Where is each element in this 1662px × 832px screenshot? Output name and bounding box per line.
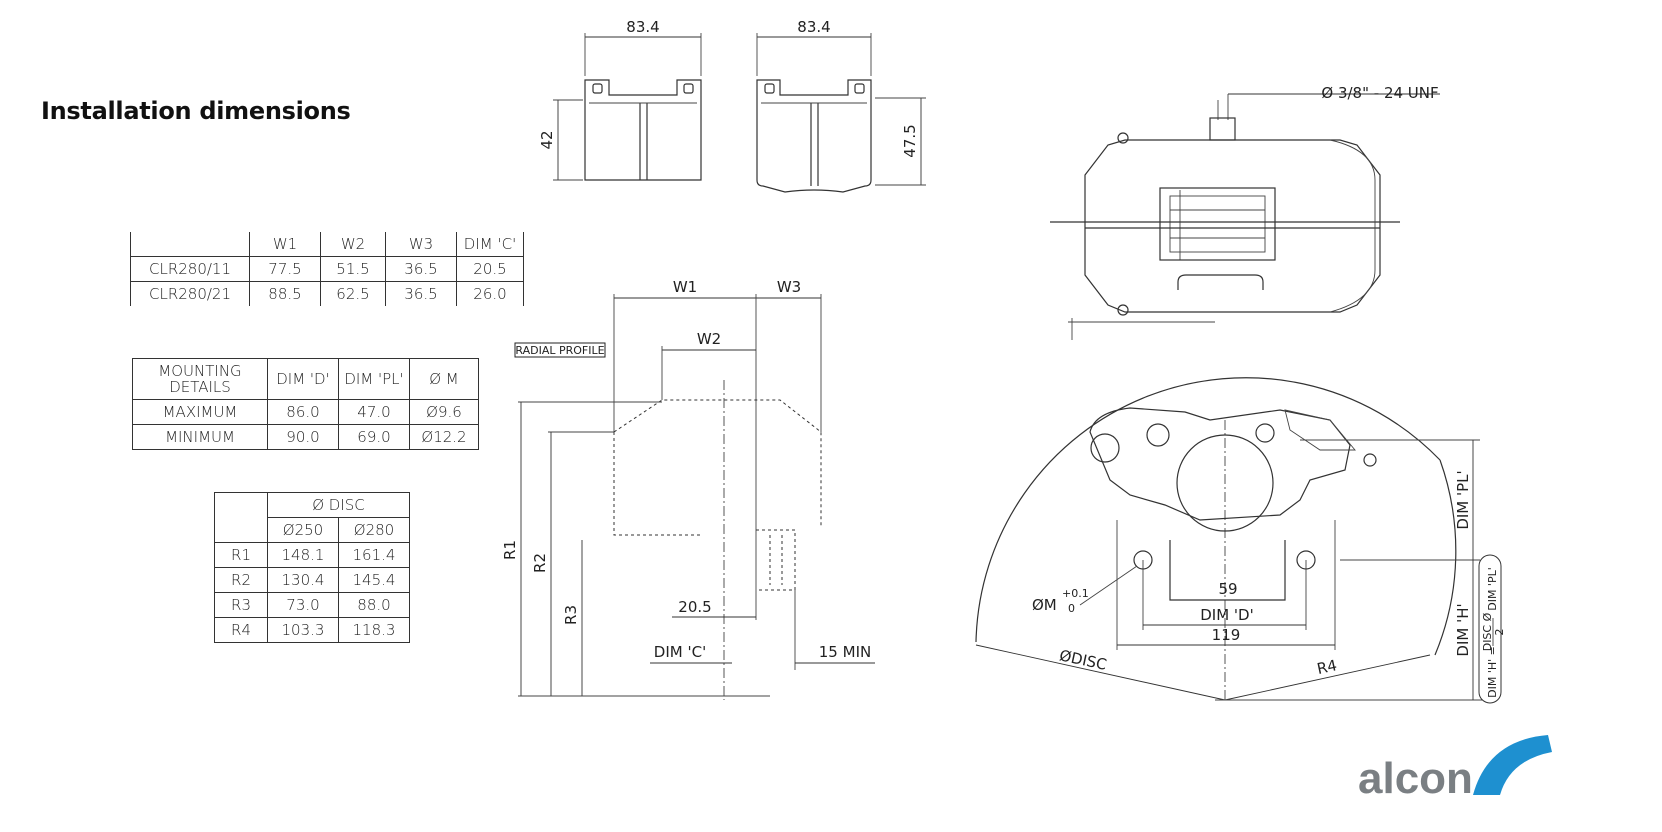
- table-header-row: Ø DISC: [214, 492, 410, 543]
- r3-label: R3: [562, 605, 580, 625]
- disc-radius-table: Ø DISC Ø250 Ø280 R1 148.1 161.4 R2 130.4…: [214, 492, 410, 643]
- table-row: R4 103.3 118.3: [214, 617, 410, 643]
- r2-label: R2: [531, 553, 549, 573]
- table-row: CLR280/21 88.5 62.5 36.5 26.0: [130, 281, 524, 306]
- alcon-logo: alcon: [1358, 735, 1552, 803]
- table-cell: Ø12.2: [409, 424, 479, 450]
- dim-d-label: DIM 'D': [1200, 606, 1253, 624]
- table-cell: R1: [214, 542, 268, 568]
- table-row: R1 148.1 161.4: [214, 542, 410, 568]
- table-cell: 88.5: [249, 281, 321, 306]
- dim-59-label: 59: [1218, 580, 1237, 598]
- pad-left-height-label: 42: [538, 130, 556, 149]
- pad-left-width-label: 83.4: [626, 18, 659, 36]
- om-tol-lower: 0: [1068, 602, 1075, 615]
- dim-c-label: DIM 'C': [654, 643, 706, 661]
- table-cell: 130.4: [267, 567, 339, 593]
- table-cell: 90.0: [267, 424, 339, 450]
- table-row: MINIMUM 90.0 69.0 Ø12.2: [132, 424, 479, 450]
- table-header-cell: W1: [249, 232, 321, 257]
- mounting-details-table: MOUNTING DETAILS DIM 'D' DIM 'PL' Ø M MA…: [132, 358, 479, 450]
- table-cell: 36.5: [385, 256, 457, 282]
- w3-label: W3: [777, 278, 801, 296]
- table-header-cell: [130, 232, 250, 257]
- pad-right-height-label: 47.5: [901, 124, 919, 157]
- dim-h-formula-num: DISC Ø: [1481, 612, 1494, 651]
- dim-20-5-label: 20.5: [678, 598, 711, 616]
- radial-profile-tag: RADIAL PROFILE: [515, 344, 604, 357]
- caliper-top-view: Ø 3/8" - 24 UNF: [1050, 84, 1440, 340]
- table-cell: 118.3: [338, 617, 410, 643]
- table-header-cell: W3: [385, 232, 457, 257]
- table-cell: 26.0: [456, 281, 524, 306]
- radial-profile-drawing: RADIAL PROFILE W1 W3 W2 R1 R2 R3 20.5: [501, 278, 875, 700]
- r1-label: R1: [501, 540, 519, 560]
- table-cell: R4: [214, 617, 268, 643]
- dim-h-formula-pl: DIM 'PL': [1486, 567, 1499, 611]
- table-cell: CLR280/11: [130, 256, 250, 282]
- table-cell: 36.5: [385, 281, 457, 306]
- dim-119-label: 119: [1212, 626, 1241, 644]
- om-label: ØM: [1032, 596, 1057, 614]
- table-row: R3 73.0 88.0: [214, 592, 410, 618]
- table-cell: 69.0: [338, 424, 410, 450]
- table-header-row: W1 W2 W3 DIM 'C': [130, 232, 524, 257]
- table-header-row: Ø250 Ø280: [215, 517, 410, 543]
- table-cell: R2: [214, 567, 268, 593]
- table-cell: 73.0: [267, 592, 339, 618]
- table-cell: MAXIMUM: [132, 399, 268, 425]
- table-header-cell: DIM 'PL': [338, 358, 410, 400]
- w1-label: W1: [673, 278, 697, 296]
- table-header-row: MOUNTING DETAILS DIM 'D' DIM 'PL' Ø M: [132, 358, 479, 400]
- page-title: Installation dimensions: [41, 97, 351, 125]
- table-row: CLR280/11 77.5 51.5 36.5 20.5: [130, 256, 524, 282]
- table-cell: 86.0: [267, 399, 339, 425]
- pad-right-width-label: 83.4: [797, 18, 830, 36]
- table-cell: 103.3: [267, 617, 339, 643]
- r4-label: R4: [1315, 656, 1338, 678]
- brake-pad-left: 83.4 42: [538, 18, 702, 181]
- dim-h-formula-lhs: DIM 'H' =: [1486, 646, 1499, 698]
- brake-pad-right: 83.4 47.5: [756, 18, 926, 193]
- table-cell: 20.5: [456, 256, 524, 282]
- table-cell: 88.0: [338, 592, 410, 618]
- min-15-label: 15 MIN: [819, 643, 871, 661]
- table-cell: 62.5: [320, 281, 386, 306]
- dim-h-label: DIM 'H': [1454, 603, 1472, 656]
- dim-pl-label: DIM 'PL': [1454, 470, 1472, 529]
- om-tol-upper: +0.1: [1062, 587, 1089, 600]
- dim-h-formula-den: 2: [1493, 629, 1506, 636]
- table-header-cell: Ø DISC: [267, 492, 410, 518]
- table-cell: MINIMUM: [132, 424, 268, 450]
- table-header-cell: DIM 'D': [267, 358, 339, 400]
- table-cell: 51.5: [320, 256, 386, 282]
- logo-swoosh-icon: [1473, 735, 1552, 795]
- thread-spec-label: Ø 3/8" - 24 UNF: [1321, 84, 1438, 102]
- odisc-label: ØDISC: [1058, 646, 1108, 674]
- w2-label: W2: [697, 330, 721, 348]
- table-cell: 77.5: [249, 256, 321, 282]
- caliper-front-view: 59 DIM 'D' 119 ØM +0.1 0 ØDISC R4 DIM 'P…: [975, 377, 1506, 704]
- logo-text: alcon: [1358, 754, 1473, 803]
- width-dimensions-table: W1 W2 W3 DIM 'C' CLR280/11 77.5 51.5 36.…: [130, 232, 524, 306]
- table-header-cell: Ø280: [338, 517, 410, 543]
